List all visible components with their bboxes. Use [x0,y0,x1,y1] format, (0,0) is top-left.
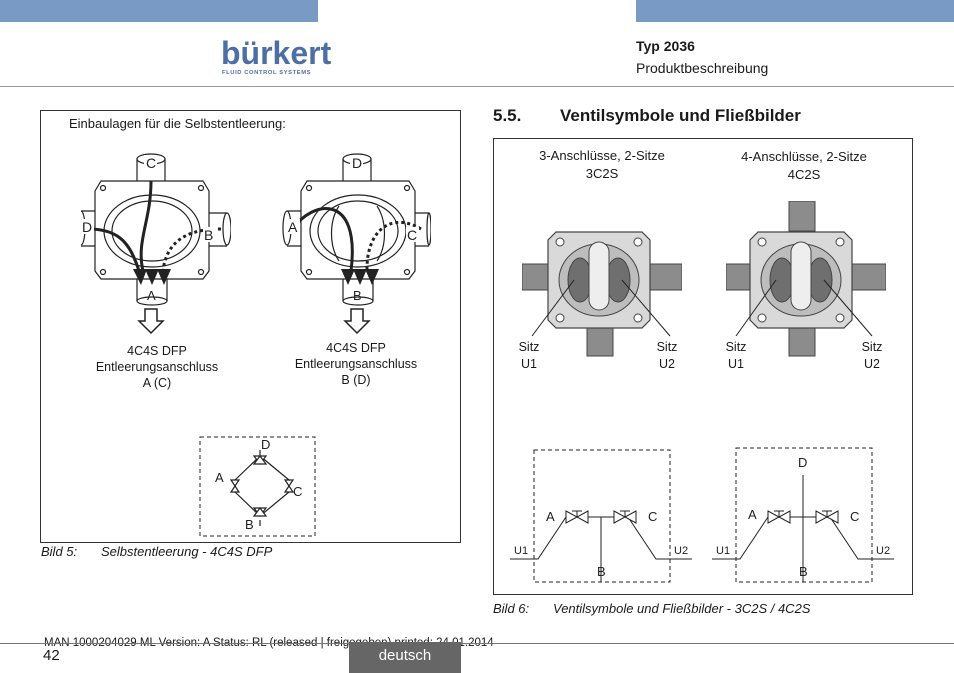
port-label-bottom: B [353,288,362,303]
fig6-right-seat-u1: Sitz U1 [721,339,751,373]
flow-diagram-3c2s: A C B U1 U2 [510,449,692,583]
figure-5-frame: Einbaulagen für die Selbstentleerung: [40,110,461,543]
valve-left-port-label: Entleerungsanschluss [95,360,219,374]
port-label-top: C [146,155,156,171]
flow-port-d: D [798,455,807,470]
brand-logo: bürkert [221,35,332,71]
seat-id: U1 [728,357,744,371]
fig6-right-title-line2: 4C2S [787,167,821,182]
header-bar-left [0,0,318,22]
doc-section: Produktbeschreibung [636,60,769,76]
valve-right-caption: 4C4S DFP Entleerungsanschluss B (D) [279,340,433,388]
port-label-top: D [352,155,362,171]
flow-port-b: B [799,564,808,579]
header-bar-right [636,0,954,22]
valve-cutaway-3c2s [522,231,682,357]
valve-right-port-value: B (D) [341,373,371,387]
flow-seat-u1: U1 [514,545,528,557]
seat-word: Sitz [656,340,678,354]
port-label-right: B [204,227,213,243]
flow-seat-u2: U2 [876,545,890,557]
valve-drawing-left: C D B A [81,153,231,335]
figure-6-frame: 3-Anschlüsse, 2-Sitze 3C2S 4-Anschlüsse,… [493,138,913,595]
fig6-right-title-line1: 4-Anschlüsse, 2-Sitze [741,149,867,164]
section-heading: 5.5. Ventilsymbole und Fließbilder [493,106,801,126]
seat-id: U2 [659,357,675,371]
valve-right-port-label: Entleerungsanschluss [294,357,418,371]
symbol-port-right: C [293,484,302,499]
flow-port-c: C [648,509,657,524]
header-divider [0,86,954,87]
page-number: 42 [43,647,60,664]
figure-5-caption-label: Bild 5: [41,544,78,559]
flow-seat-u1: U1 [716,545,730,557]
seat-id: U2 [864,357,880,371]
port-label-left: D [82,219,92,235]
flow-port-c: C [850,509,859,524]
fig6-left-title-line2: 3C2S [585,166,619,181]
section-title: Ventilsymbole und Fließbilder [560,106,801,125]
seat-id: U1 [521,357,537,371]
port-label-bottom: A [147,288,156,303]
valve-left-type: 4C4S DFP [127,344,187,358]
flow-port-a: A [546,509,555,524]
figure-6-caption-text: Ventilsymbole und Fließbilder - 3C2S / 4… [553,601,811,616]
flow-port-a: A [748,507,757,522]
valve-drawing-right: D A C B [282,153,431,335]
figure-5-intro: Einbaulagen für die Selbstentleerung: [69,116,286,131]
valve-cutaway-4c2s [726,201,886,357]
flow-seat-u2: U2 [674,545,688,557]
fig6-left-title-line1: 3-Anschlüsse, 2-Sitze [539,148,665,163]
seat-word: Sitz [725,340,747,354]
valve-left-caption: 4C4S DFP Entleerungsanschluss A (C) [81,343,233,391]
symbol-port-top: D [261,437,270,452]
figure-6-caption-label: Bild 6: [493,601,530,616]
fig6-right-title: 4-Anschlüsse, 2-Sitze 4C2S [724,148,884,184]
flow-diagram-4c2s: D A C B U1 U2 [712,447,894,583]
figure-6-caption: Bild 6: Ventilsymbole und Fließbilder - 3… [493,601,810,616]
valve-symbol-diagram: D A C B [199,436,316,537]
figure-5-caption: Bild 5: Selbstentleerung - 4C4S DFP [41,544,272,559]
valve-left-port-value: A (C) [142,376,172,390]
valve-right-type: 4C4S DFP [326,341,386,355]
seat-word: Sitz [518,340,540,354]
port-label-left: A [288,219,298,235]
section-number: 5.5. [493,106,522,125]
seat-word: Sitz [861,340,883,354]
fig6-right-seat-u2: Sitz U2 [857,339,887,373]
port-label-right: C [407,227,417,243]
brand-logo-subtitle: FLUID CONTROL SYSTEMS [222,70,312,76]
flow-port-b: B [597,564,606,579]
fig6-left-title: 3-Anschlüsse, 2-Sitze 3C2S [522,147,682,183]
doc-type: Typ 2036 [636,38,695,54]
figure-5-caption-text: Selbstentleerung - 4C4S DFP [101,544,273,559]
fig6-left-seat-u2: Sitz U2 [652,339,682,373]
fig6-left-seat-u1: Sitz U1 [514,339,544,373]
footer-divider [0,643,954,644]
symbol-port-bottom: B [245,517,254,532]
symbol-port-left: A [215,470,224,485]
language-tab: deutsch [349,642,461,673]
